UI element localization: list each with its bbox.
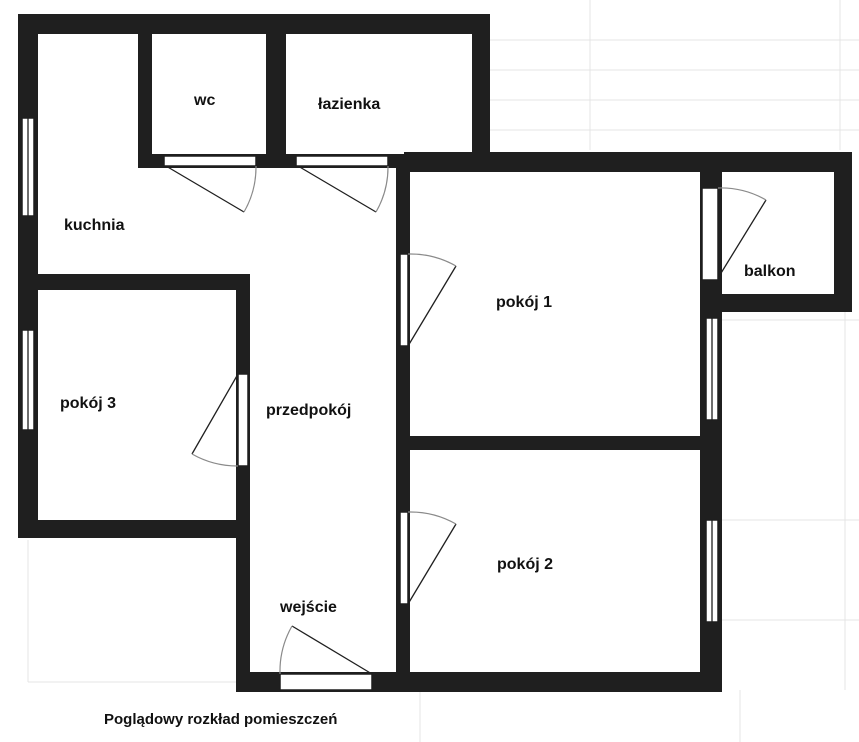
room-labels: wc łazienka kuchnia pokój 1 balkon pokój… bbox=[60, 92, 796, 616]
label-kuchnia: kuchnia bbox=[64, 217, 125, 234]
label-pokoj2: pokój 2 bbox=[497, 556, 553, 573]
wall-pokoj1-pokoj2 bbox=[396, 436, 718, 450]
label-pokoj1: pokój 1 bbox=[496, 294, 552, 311]
label-wejscie: wejście bbox=[279, 599, 337, 616]
wall-right-bathroom bbox=[472, 14, 490, 170]
plan-caption: Poglądowy rozkład pomieszczeń bbox=[104, 711, 337, 728]
background-grid bbox=[27, 0, 859, 742]
label-pokoj3: pokój 3 bbox=[60, 395, 116, 412]
door-pokoj2 bbox=[399, 511, 409, 605]
wall-kitchen-bottom bbox=[18, 274, 250, 290]
label-przedpokoj: przedpokój bbox=[266, 402, 351, 419]
label-lazienka: łazienka bbox=[318, 96, 380, 113]
doors bbox=[163, 155, 767, 691]
wall-top bbox=[18, 14, 490, 34]
wall-pokoj3-right bbox=[236, 274, 250, 692]
wall-balkon-bottom bbox=[700, 294, 852, 312]
wall-hall-right bbox=[396, 154, 410, 692]
door-pokoj1 bbox=[399, 253, 409, 347]
wall-balkon-right bbox=[834, 152, 852, 312]
door-pokoj3 bbox=[237, 373, 249, 467]
windows bbox=[21, 117, 719, 623]
wall-wc-lazienka bbox=[266, 34, 286, 164]
label-wc: wc bbox=[193, 92, 215, 109]
wall-pokoj3-bottom bbox=[18, 520, 250, 538]
door-wc bbox=[163, 155, 257, 167]
door-balkon bbox=[701, 187, 719, 281]
door-lazienka bbox=[295, 155, 389, 167]
walls bbox=[18, 14, 852, 692]
door-wejscie bbox=[279, 673, 373, 691]
wall-wc-left bbox=[138, 34, 152, 164]
label-balkon: balkon bbox=[744, 263, 796, 280]
wall-pokoj1-top bbox=[404, 152, 852, 172]
